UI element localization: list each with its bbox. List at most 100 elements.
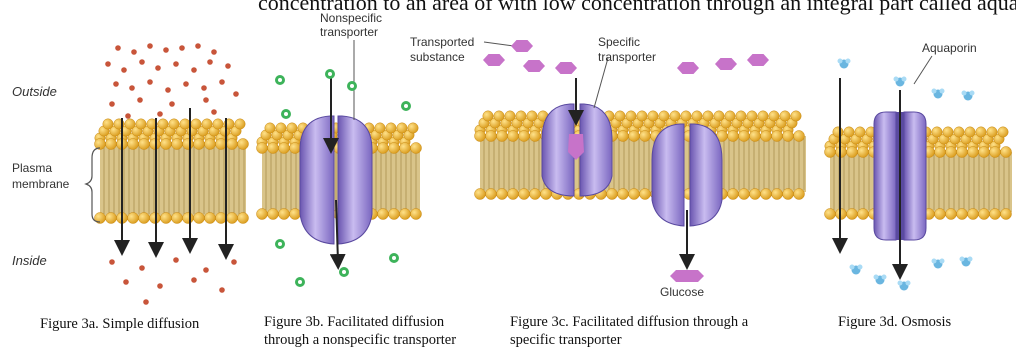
lipid-head: [475, 131, 486, 142]
solute-molecule: [131, 49, 137, 55]
lipid-head: [615, 111, 625, 121]
outside-label: Outside: [12, 84, 57, 99]
lipid-head: [783, 189, 794, 200]
glucose-molecule-inside: [670, 270, 704, 282]
solute-molecule: [219, 79, 225, 85]
lipid-head: [998, 127, 1008, 137]
solute-molecule: [203, 267, 209, 273]
lipid-head: [968, 147, 979, 158]
lipid-head: [483, 111, 493, 121]
solute-molecule: [219, 287, 225, 293]
lipid-head: [238, 213, 249, 224]
lipid-head: [692, 111, 702, 121]
green-molecule-highlight: [392, 256, 396, 260]
caption-fig3b-line1: Figure 3b. Facilitated diffusion: [264, 314, 445, 330]
solute-molecule: [191, 277, 197, 283]
lipid-head: [475, 189, 486, 200]
lipid-head: [783, 131, 794, 142]
lipid-head: [979, 209, 990, 220]
lipid-head: [769, 111, 779, 121]
lipid-head: [965, 127, 975, 137]
lipid-head: [375, 123, 385, 133]
solute-molecule: [157, 111, 163, 117]
lipid-head: [855, 127, 865, 137]
lipid-head: [287, 123, 297, 133]
caption-fig3a: Figure 3a. Simple diffusion: [40, 316, 200, 332]
lipid-head: [758, 111, 768, 121]
lipid-head: [739, 131, 750, 142]
lipid-head: [626, 111, 636, 121]
lipid-head: [747, 111, 757, 121]
water-hydrogen: [894, 77, 899, 82]
figure-3b: [257, 40, 422, 287]
water-hydrogen: [846, 59, 851, 64]
glucose-molecule: [715, 58, 737, 70]
green-molecule-highlight: [284, 112, 288, 116]
lipid-head: [136, 119, 146, 129]
solute-molecule: [203, 97, 209, 103]
transporter-3c-b-right: [690, 124, 722, 226]
green-molecule-highlight: [342, 270, 346, 274]
glucose-molecule: [747, 54, 769, 66]
lipid-head: [648, 111, 658, 121]
figure-3a: [95, 43, 249, 305]
lipid-head: [268, 209, 279, 220]
lipid-head: [378, 143, 389, 154]
figure-3c: [475, 40, 807, 282]
green-molecule-highlight: [328, 72, 332, 76]
plasma-label: Plasma: [12, 161, 52, 175]
glucose-molecule: [677, 62, 699, 74]
lipid-head: [139, 213, 150, 224]
lipid-head: [530, 189, 541, 200]
lipid-head: [607, 189, 618, 200]
lipid-head: [968, 209, 979, 220]
transporter-3b-right-half: [338, 116, 372, 244]
lipid-head: [378, 209, 389, 220]
water-hydrogen: [906, 281, 911, 286]
lipid-head: [411, 209, 422, 220]
lipid-head: [858, 147, 869, 158]
lipid-head: [780, 111, 790, 121]
lipid-head: [279, 143, 290, 154]
specific-label-2: transporter: [598, 50, 656, 64]
lipid-head: [276, 123, 286, 133]
lipid-head: [847, 147, 858, 158]
lipid-head: [990, 209, 1001, 220]
green-molecule-highlight: [298, 280, 302, 284]
lipid-head: [761, 131, 772, 142]
lipid-head: [257, 209, 268, 220]
lipid-head: [791, 111, 801, 121]
water-hydrogen: [932, 259, 937, 264]
solute-molecule: [173, 257, 179, 263]
lipid-head: [976, 127, 986, 137]
lipid-head: [386, 123, 396, 133]
figure-3d: [825, 56, 1013, 291]
solute-molecule: [179, 45, 185, 51]
solute-molecule: [225, 63, 231, 69]
water-hydrogen: [970, 91, 975, 96]
solute-molecule: [155, 65, 161, 71]
lipid-head: [935, 209, 946, 220]
lipid-head: [519, 189, 530, 200]
solute-molecule: [121, 67, 127, 73]
lipid-head: [990, 147, 1001, 158]
lipid-head: [202, 119, 212, 129]
lipid-head: [629, 131, 640, 142]
membrane-bracket: [86, 148, 100, 222]
transported-label-1: Transported: [410, 35, 474, 49]
lipid-head: [494, 111, 504, 121]
lipid-head: [725, 111, 735, 121]
lipid-head: [508, 189, 519, 200]
solute-molecule: [147, 43, 153, 49]
lipid-head: [505, 111, 515, 121]
lipid-head: [530, 131, 541, 142]
aquaporin-right: [904, 112, 926, 240]
lipid-head: [486, 131, 497, 142]
aquaporin-left: [874, 112, 896, 240]
water-hydrogen: [902, 77, 907, 82]
lipid-head: [161, 213, 172, 224]
green-molecule-highlight: [278, 242, 282, 246]
lipid-head: [227, 139, 238, 150]
lipid-head: [618, 189, 629, 200]
